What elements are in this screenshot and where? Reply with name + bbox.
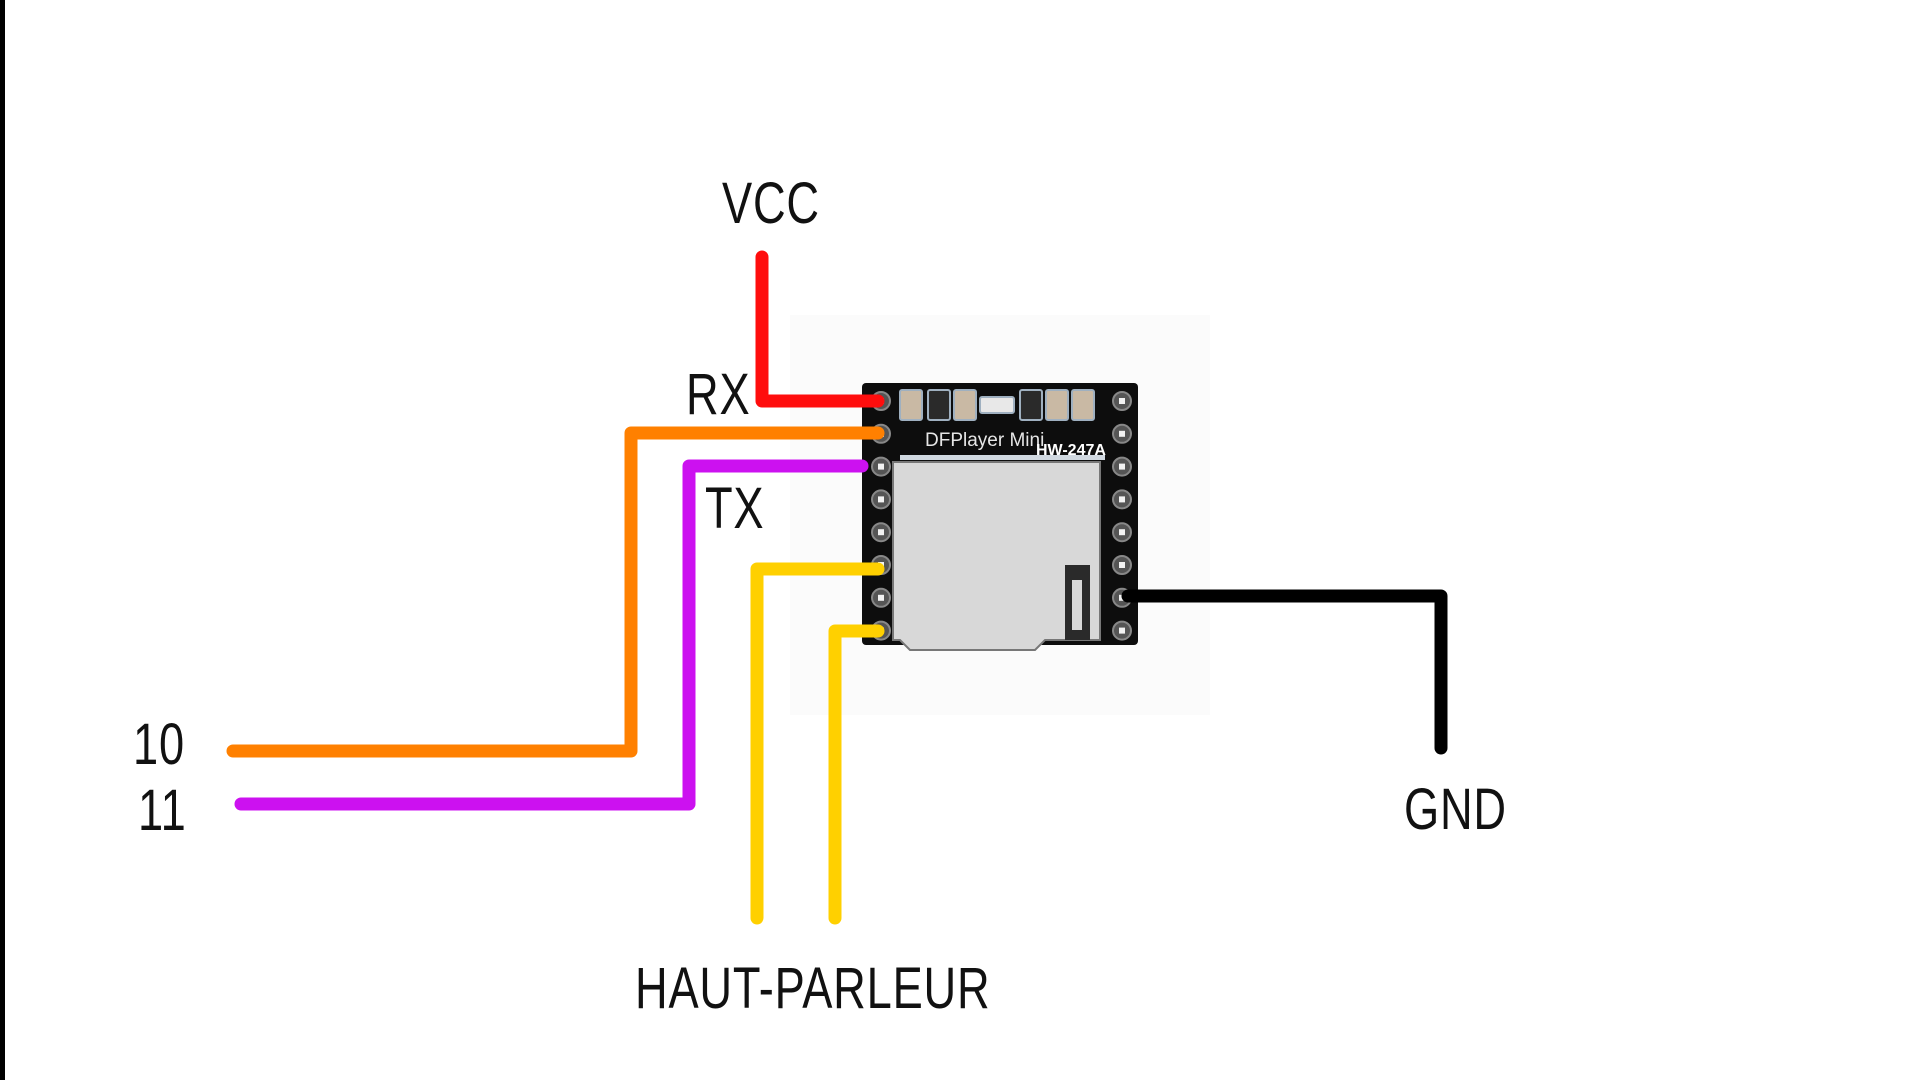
pin-pad (1119, 398, 1125, 404)
tx-label: TX (705, 476, 765, 541)
pin-pad (878, 463, 884, 470)
vcc-wire (755, 250, 885, 408)
pin10-label: 10 (133, 712, 185, 777)
pin-pad (1119, 496, 1125, 503)
sd-card-slot (892, 455, 1105, 651)
pin-pad (1119, 529, 1125, 536)
pin-pad (1119, 627, 1125, 634)
speaker-wire-1 (750, 562, 885, 925)
speaker-wire-2 (828, 624, 885, 925)
pin-pad (878, 496, 884, 503)
rx-label: RX (686, 362, 751, 427)
left-edge-bar (0, 0, 5, 1080)
module-model-text: HW-247A (1036, 442, 1106, 459)
pin-pad (1119, 562, 1125, 568)
gnd-wire (1121, 589, 1448, 755)
dfplayer-module: DFPlayer Mini HW-247A (862, 383, 1138, 651)
pin-pad (878, 529, 884, 536)
pin-pad (878, 594, 884, 601)
right-header-pins (1112, 391, 1132, 641)
speaker-label: HAUT-PARLEUR (635, 956, 991, 1021)
rx-wire-pin10 (226, 426, 885, 758)
vcc-label: VCC (722, 171, 820, 236)
gnd-label: GND (1404, 777, 1507, 842)
tx-wire-pin11 (234, 459, 869, 811)
module-name-text: DFPlayer Mini (925, 430, 1044, 451)
pin11-label: 11 (138, 778, 187, 843)
smd-components (899, 389, 1095, 421)
pin-pad (1119, 463, 1125, 470)
pin-pad (1119, 430, 1125, 437)
